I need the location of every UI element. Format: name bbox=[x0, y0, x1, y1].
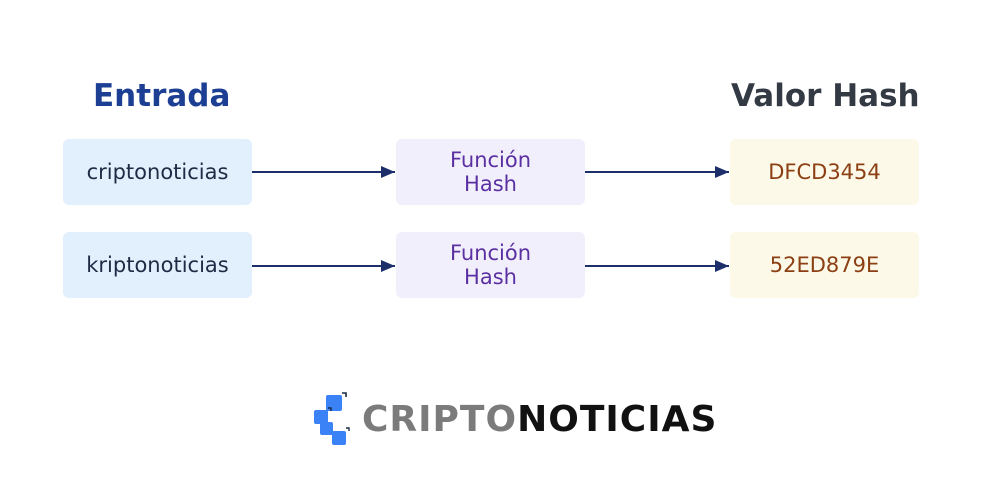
input-text-2: kriptonoticias bbox=[86, 253, 229, 277]
input-heading: Entrada bbox=[93, 78, 231, 114]
hash-function-label-1: Función Hash bbox=[449, 148, 532, 196]
hash-output-text-1: DFCD3454 bbox=[768, 160, 881, 184]
input-box-2: kriptonoticias bbox=[63, 232, 252, 298]
hash-function-box-2: Función Hash bbox=[396, 232, 585, 298]
logo-wordmark: CRIPTONOTICIAS bbox=[362, 399, 717, 440]
criptonoticias-logo: CRIPTONOTICIAS bbox=[312, 392, 716, 448]
hash-output-text-2: 52ED879E bbox=[769, 253, 880, 277]
logo-text-noticias: NOTICIAS bbox=[517, 399, 718, 440]
input-text-1: criptonoticias bbox=[86, 160, 229, 184]
hash-function-box-1: Función Hash bbox=[396, 139, 585, 205]
hash-output-box-1: DFCD3454 bbox=[730, 139, 919, 205]
logo-icon bbox=[314, 392, 350, 445]
input-box-1: criptonoticias bbox=[63, 139, 252, 205]
hash-function-label-2: Función Hash bbox=[449, 241, 532, 289]
hash-output-box-2: 52ED879E bbox=[730, 232, 919, 298]
output-heading: Valor Hash bbox=[731, 78, 920, 114]
logo-text-cripto: CRIPTO bbox=[362, 399, 518, 440]
